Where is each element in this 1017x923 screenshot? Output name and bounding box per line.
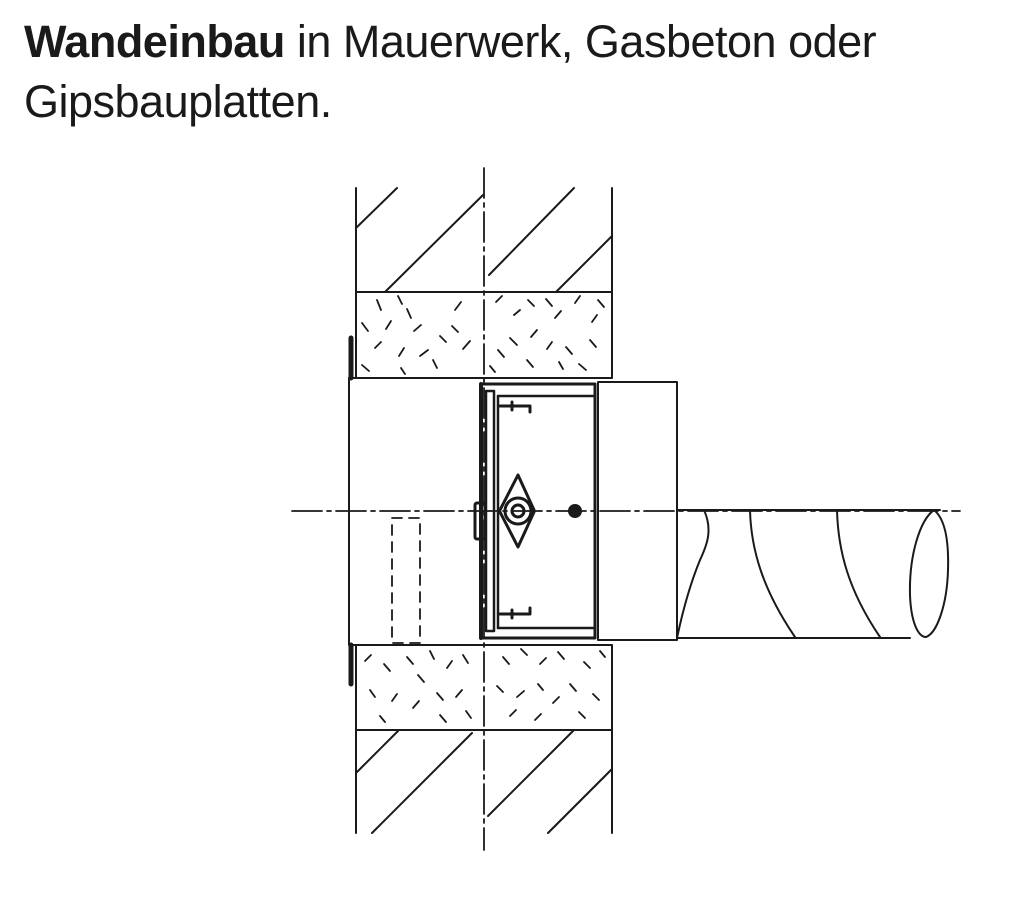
hidden-clamp-outline <box>391 517 421 644</box>
wall-upper-masonry <box>355 187 613 293</box>
wall-lower-masonry <box>355 729 613 834</box>
mounting-clips <box>498 400 532 620</box>
caption: Wandeinbau in Mauerwerk, Gasbeton oder G… <box>24 12 1004 132</box>
center-lines <box>291 167 961 851</box>
caption-bold-term: Wandeinbau <box>24 16 285 67</box>
flexible-duct <box>676 509 950 639</box>
caption-text: in Mauerwerk, Gasbeton oder Gipsbauplatt… <box>24 16 877 127</box>
